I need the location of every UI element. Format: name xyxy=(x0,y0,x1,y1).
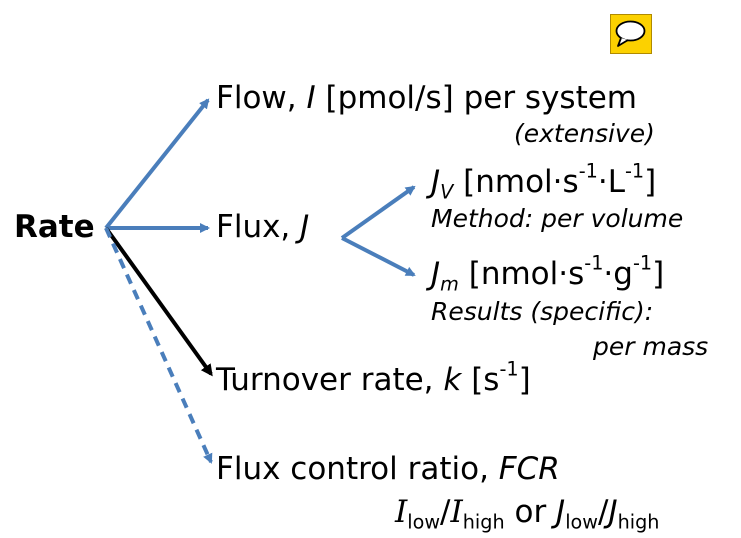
jm-symbol: J xyxy=(431,256,441,292)
formula-slash-1: / xyxy=(440,494,451,530)
formula-i-low: I xyxy=(395,494,408,530)
jv-note: Method: per volume xyxy=(431,204,684,233)
turnover-unit-pre: [s xyxy=(461,362,500,398)
jm-unit-pre: [nmol·s xyxy=(458,256,585,292)
formula-sub-high-1: high xyxy=(462,510,505,534)
formula-slash-2: / xyxy=(598,494,609,530)
root-rate: Rate xyxy=(14,209,95,245)
flow-unit: [pmol/s] per system xyxy=(315,80,638,116)
turnover-label: Turnover rate, xyxy=(216,362,444,398)
turnover-exp: -1 xyxy=(499,357,519,381)
formula-i-high: I xyxy=(450,494,463,530)
jm-exp2: -1 xyxy=(632,251,653,275)
jm-note1: Results (specific): xyxy=(431,297,654,326)
jv-symbol: J xyxy=(431,164,441,200)
formula-sub-high-2: high xyxy=(617,510,660,534)
flow-note: (extensive) xyxy=(514,119,655,148)
flux-symbol: J xyxy=(300,209,310,245)
flow-symbol: I xyxy=(306,80,316,116)
formula-or: or xyxy=(504,494,557,530)
flux-node: Flux, J xyxy=(216,209,309,245)
turnover-unit-post: ] xyxy=(518,362,531,398)
root-label: Rate xyxy=(14,209,95,245)
jv-unit-post: ] xyxy=(644,164,657,200)
jm-unit-mid: ·g xyxy=(603,256,633,292)
jv-subscript: V xyxy=(440,180,454,204)
comment-icon[interactable] xyxy=(610,14,652,54)
formula-j-low: J xyxy=(556,494,566,530)
arrow-to-flow xyxy=(104,98,210,230)
formula-j-high: J xyxy=(608,494,618,530)
turnover-node: Turnover rate, k [s-1] xyxy=(216,359,531,398)
jm-exp1: -1 xyxy=(584,251,604,275)
arrow-to-turnover xyxy=(104,226,213,377)
formula-sub-low-1: low xyxy=(407,510,441,534)
flow-label: Flow, xyxy=(216,80,307,116)
jv-exp2: -1 xyxy=(624,159,645,183)
fcr-label: Flux control ratio, xyxy=(216,451,499,487)
fcr-formula: Ilow/Ihigh or Jlow/Jhigh xyxy=(395,494,659,532)
jm-note2: per mass xyxy=(593,332,709,361)
arrow-to-jv xyxy=(340,185,416,240)
fcr-symbol: FCR xyxy=(498,451,560,487)
jv-unit-mid: ·L xyxy=(597,164,625,200)
jv-exp1: -1 xyxy=(578,159,598,183)
flux-label: Flux, xyxy=(216,209,301,245)
jm-node: Jm [nmol·s-1·g-1] xyxy=(431,253,665,293)
jm-unit-post: ] xyxy=(652,256,665,292)
turnover-symbol: k xyxy=(443,362,462,398)
jv-unit-pre: [nmol·s xyxy=(453,164,579,200)
formula-sub-low-2: low xyxy=(565,510,598,534)
fcr-node: Flux control ratio, FCR xyxy=(216,451,560,487)
jm-subscript: m xyxy=(440,272,459,296)
arrow-to-jm xyxy=(341,236,416,277)
flow-node: Flow, I [pmol/s] per system xyxy=(216,80,637,116)
arrow-to-fcr xyxy=(104,227,213,464)
jv-node: JV [nmol·s-1·L-1] xyxy=(431,161,657,201)
